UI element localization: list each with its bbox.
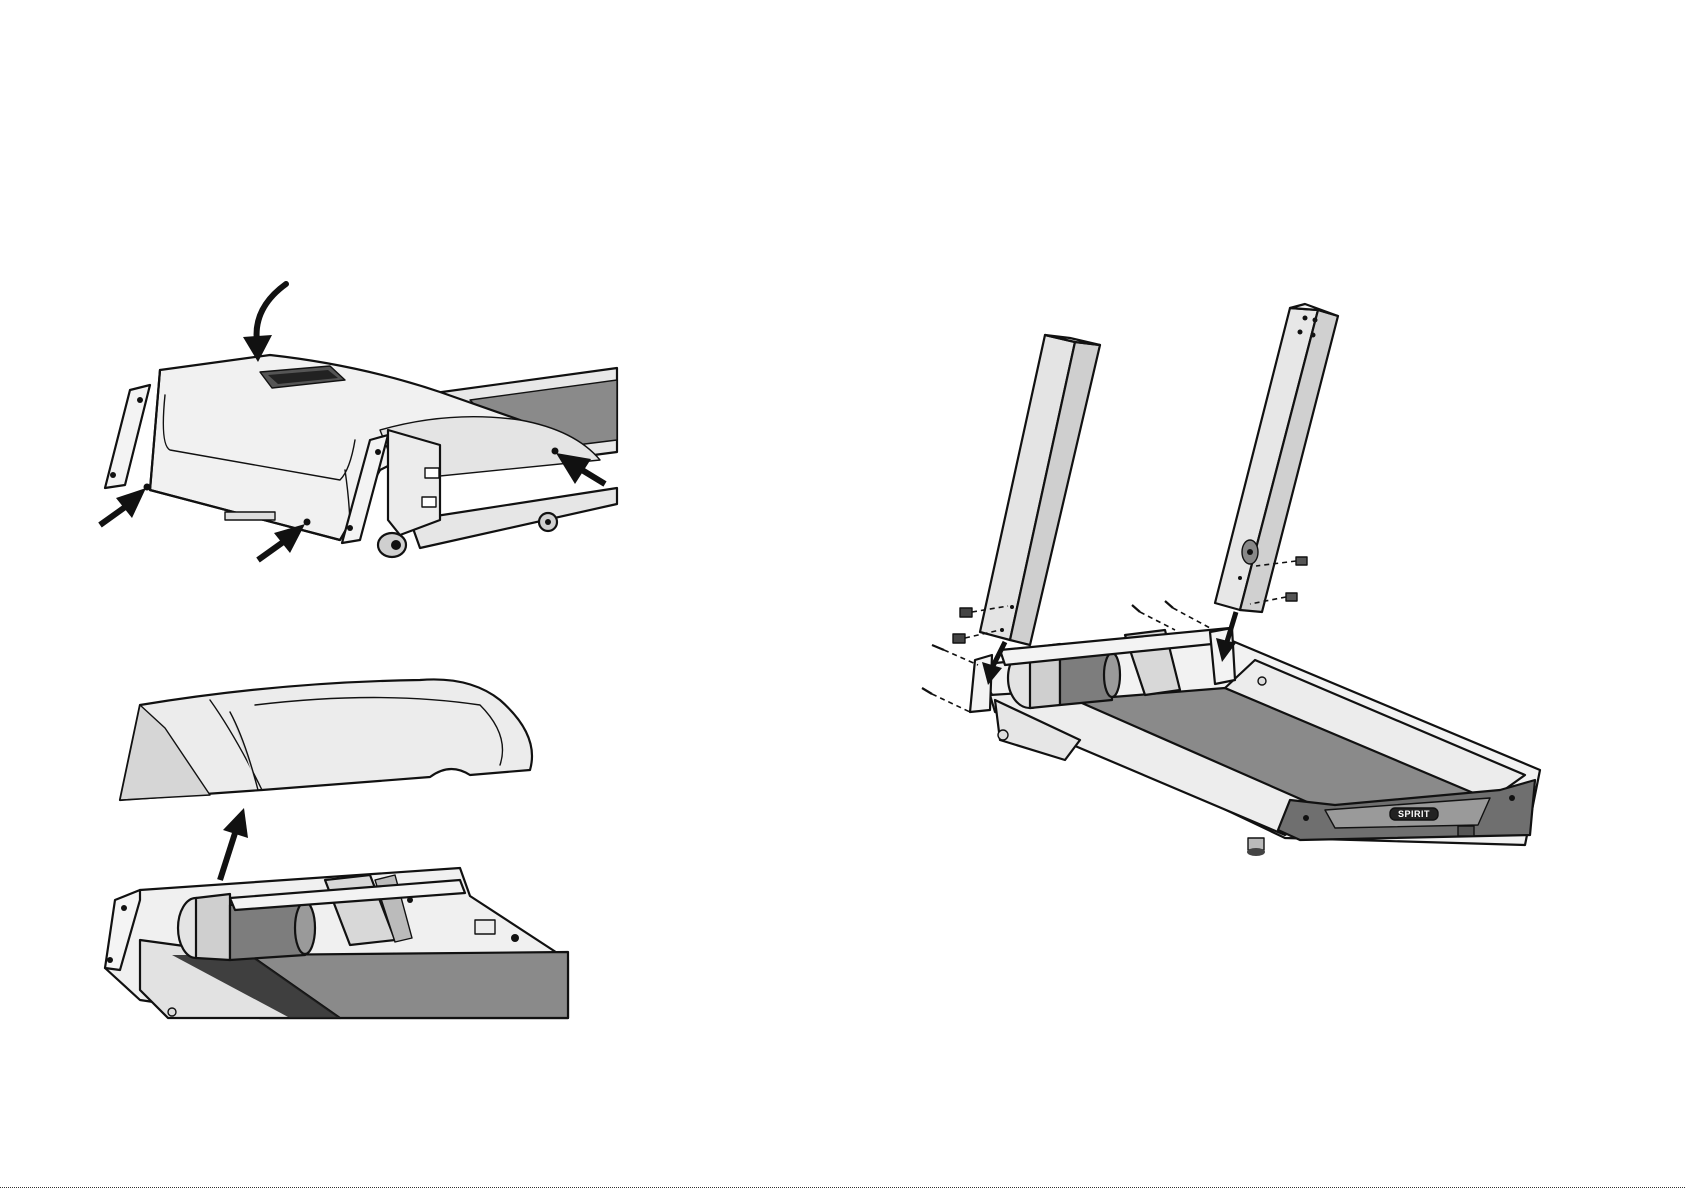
arrow-screw-bottom (258, 524, 305, 560)
bolt-side-2 (922, 688, 970, 712)
page-bottom-rule (0, 1187, 1685, 1188)
right-upright (1215, 304, 1338, 612)
arrow-screw-left (100, 488, 146, 525)
bolt-center-2 (1165, 601, 1210, 628)
arrow-hood-top (243, 284, 286, 362)
bolt-center-1 (1132, 605, 1175, 630)
figure-upright-installation: SPIRIT (922, 304, 1540, 856)
arrow-lift-hood (220, 808, 248, 880)
logo-text: SPIRIT (1398, 809, 1430, 819)
left-upright (980, 335, 1100, 645)
motor-hood-lifted (120, 679, 532, 800)
bolt-side-1 (932, 645, 978, 665)
treadmill-base-exposed (105, 868, 568, 1018)
treadmill-base: SPIRIT (970, 628, 1540, 856)
figure-motor-hood-removal (105, 679, 568, 1018)
figure-motor-hood-fasteners (100, 284, 617, 560)
